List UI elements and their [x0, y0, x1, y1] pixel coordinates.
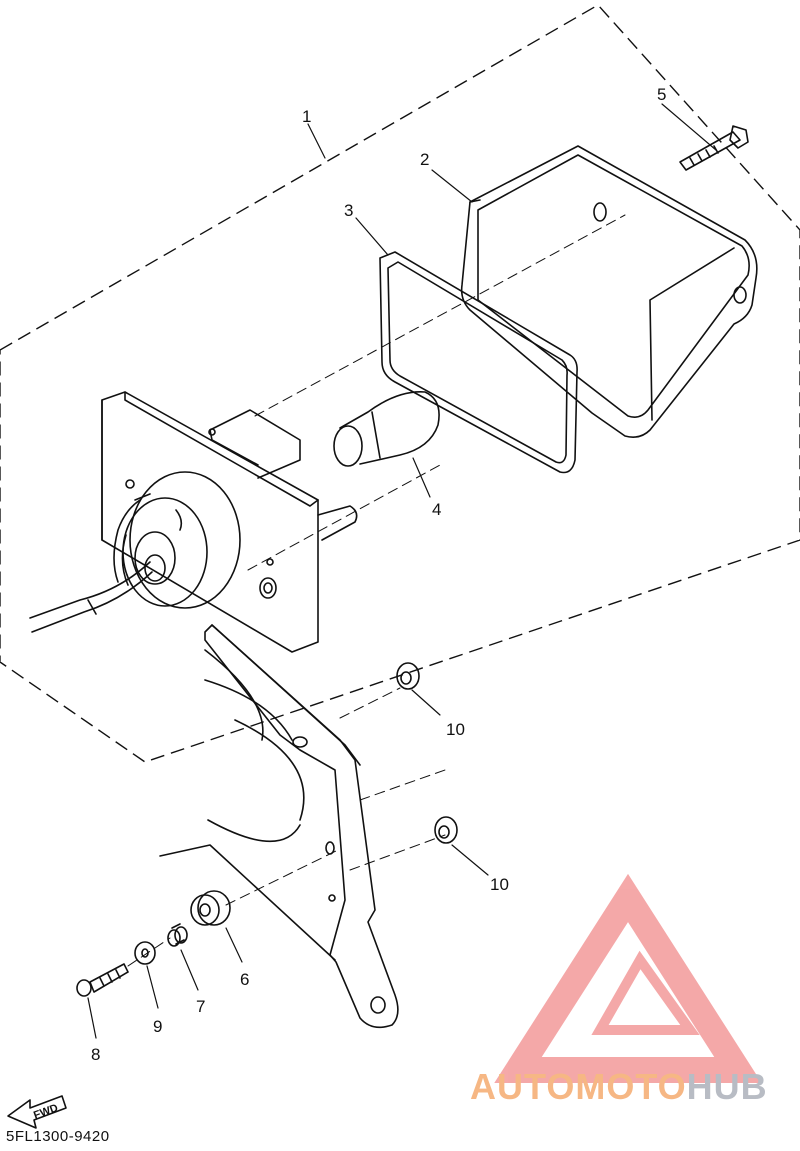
fwd-arrow-icon: FWD — [7, 1095, 67, 1129]
callout-5: 5 — [657, 85, 666, 104]
bulb — [333, 391, 440, 467]
lamp-base-plate — [101, 391, 358, 653]
callout-3: 3 — [344, 201, 353, 220]
watermark-text-part1: AUTOMOTO — [470, 1066, 687, 1107]
callout-10-lower: 10 — [490, 875, 509, 894]
collar-7 — [167, 923, 188, 947]
grommet-upper — [396, 662, 420, 690]
tail-light-lens — [460, 145, 758, 438]
callout-8: 8 — [91, 1045, 100, 1064]
part-code: 5FL1300-9420 — [6, 1128, 110, 1145]
callout-7: 7 — [196, 997, 205, 1016]
grommet-lower — [434, 816, 458, 844]
callout-10-upper: 10 — [446, 720, 465, 739]
leader-lines — [87, 103, 717, 1039]
callout-4: 4 — [432, 500, 441, 519]
callout-6: 6 — [240, 970, 249, 989]
license-light-bracket — [159, 624, 399, 1029]
wire-harness — [29, 499, 153, 633]
bolt-8 — [76, 963, 129, 997]
callout-9: 9 — [153, 1017, 162, 1036]
grommet-6 — [190, 890, 231, 926]
watermark-text-part2: HUB — [686, 1066, 768, 1107]
watermark-text: AUTOMOTOHUB — [470, 1066, 768, 1108]
callout-1: 1 — [302, 107, 311, 126]
watermark-logo-icon — [494, 873, 762, 1083]
center-lines — [127, 214, 626, 967]
lens-gasket — [379, 251, 578, 474]
lens-screw — [679, 125, 749, 171]
callout-2: 2 — [420, 150, 429, 169]
washer-9 — [134, 941, 156, 965]
